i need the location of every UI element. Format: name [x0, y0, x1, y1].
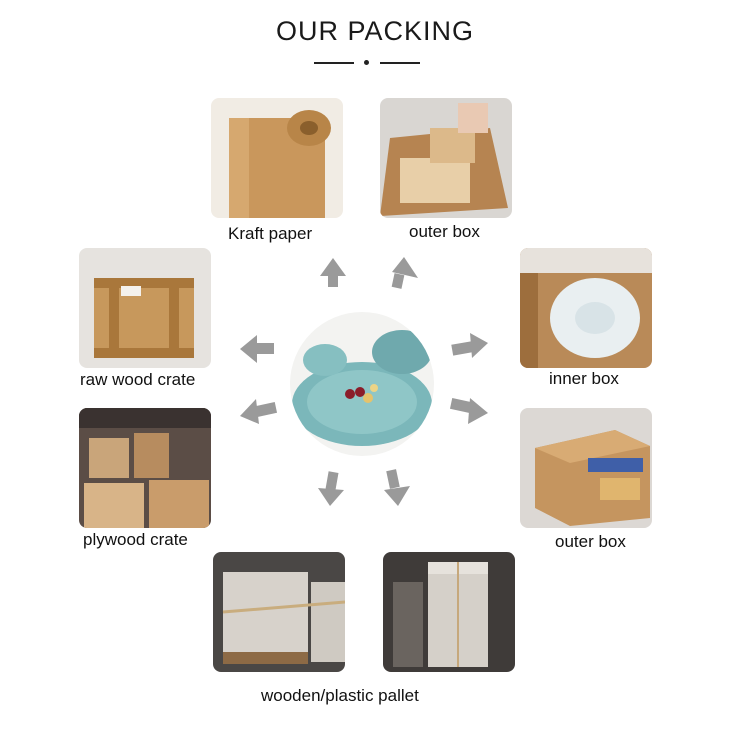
title-divider-left	[314, 62, 354, 64]
arrow-pallet-left-icon	[318, 471, 344, 506]
arrow-plywood-crate-icon	[240, 399, 278, 424]
title-divider-right	[380, 62, 420, 64]
outer-box-photo-top	[380, 98, 512, 218]
kraft-paper-photo	[211, 98, 343, 218]
page-title: OUR PACKING	[275, 16, 475, 46]
arrow-kraft-icon	[320, 258, 346, 287]
caption-outer-box-right: outer box	[555, 532, 626, 551]
arrow-raw-wood-crate-icon	[240, 335, 274, 363]
raw-wood-crate-photo	[79, 248, 211, 368]
title-divider-dot	[364, 60, 369, 65]
tableware-center-photo	[290, 312, 434, 456]
pallet-photo-left	[213, 552, 345, 672]
pallet-photo-right	[383, 552, 515, 672]
caption-plywood-crate: plywood crate	[83, 530, 188, 549]
arrow-outer-box-top-icon	[391, 257, 418, 289]
caption-kraft-paper: Kraft paper	[228, 224, 313, 243]
caption-raw-wood-crate: raw wood crate	[80, 370, 196, 389]
arrow-inner-box-icon	[451, 333, 488, 358]
outer-box-photo-right	[520, 408, 652, 528]
plywood-crate-photo	[79, 408, 211, 528]
caption-outer-box-top: outer box	[409, 222, 480, 241]
arrow-outer-box-right-icon	[449, 398, 488, 424]
caption-inner-box: inner box	[549, 369, 619, 388]
arrow-pallet-right-icon	[384, 469, 410, 506]
caption-pallet: wooden/plastic pallet	[261, 686, 419, 705]
inner-box-photo	[520, 248, 652, 368]
